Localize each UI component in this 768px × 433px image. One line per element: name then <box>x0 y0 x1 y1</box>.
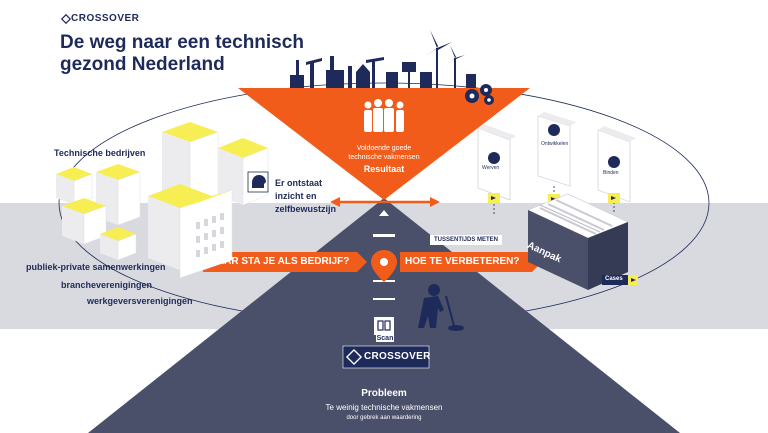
arrow-badges <box>488 193 620 204</box>
problem-line-1: Te weinig technische vakmensen <box>325 403 443 412</box>
card-werven-shape <box>477 124 516 201</box>
crossover-logo-icon <box>345 348 363 366</box>
card-ontwikkelen-label: Ontwikkelen <box>541 141 569 147</box>
arrow-left-shape <box>203 252 367 272</box>
stakeholder-3: werkgeversverenigingen <box>87 296 193 306</box>
card-ontwikkelen-shape <box>537 112 576 187</box>
gear-holes <box>469 88 491 102</box>
double-arrow-icon <box>330 197 440 207</box>
insight-line-3: zelfbewustzijn <box>275 204 337 214</box>
worker-icon <box>418 284 464 331</box>
result-caption-1: Voldoende goede <box>356 145 412 152</box>
road-triangle <box>88 198 680 433</box>
result-label: Resultaat <box>363 164 405 174</box>
brand-logo-icon <box>60 13 72 25</box>
crossover-badge-label: CROSSOVER <box>364 351 431 362</box>
card-binden-label: Binden <box>603 170 619 176</box>
brand-logo: CROSSOVER <box>71 13 140 24</box>
left-group-label: Technische bedrijven <box>54 148 146 158</box>
scan-icon <box>374 317 394 335</box>
problem-label: Probleem <box>361 388 407 399</box>
arrow-right-shape <box>400 252 542 272</box>
stakeholder-2: brancheverenigingen <box>61 280 153 290</box>
result-triangle <box>238 88 530 200</box>
arrow-left-label: WAAR STA JE ALS BEDRIJF? <box>208 256 350 267</box>
cases-badge <box>602 275 638 285</box>
result-caption-2: technische vakmensen <box>348 154 420 161</box>
head-insight-icon <box>247 171 269 193</box>
people-icon <box>364 99 404 132</box>
cases-label: Cases <box>605 276 623 282</box>
card-werven-label: Werven <box>482 165 500 171</box>
interim-measure-label: TUSSENTIJDS METEN <box>430 235 503 245</box>
crossover-badge-bg <box>342 345 430 369</box>
problem-line-2: door gebrek aan waardering <box>346 415 422 421</box>
page-title-line1: De weg naar een technisch <box>60 32 304 53</box>
location-pin-icon <box>371 250 397 282</box>
industry-skyline <box>290 30 476 88</box>
arrow-right-label: HOE TE VERBETEREN? <box>405 256 520 267</box>
insight-line-1: Er ontstaat <box>275 178 323 188</box>
scan-label: Scan <box>376 335 394 342</box>
insight-line-2: inzicht en <box>275 191 317 201</box>
building-windows <box>196 213 224 257</box>
stakeholder-1: publiek-private samenwerkingen <box>26 262 166 272</box>
aanpak-box <box>527 193 629 290</box>
page-title-line2: gezond Nederland <box>60 54 225 75</box>
buildings-cluster <box>56 122 269 279</box>
card-binden-shape <box>597 126 636 203</box>
